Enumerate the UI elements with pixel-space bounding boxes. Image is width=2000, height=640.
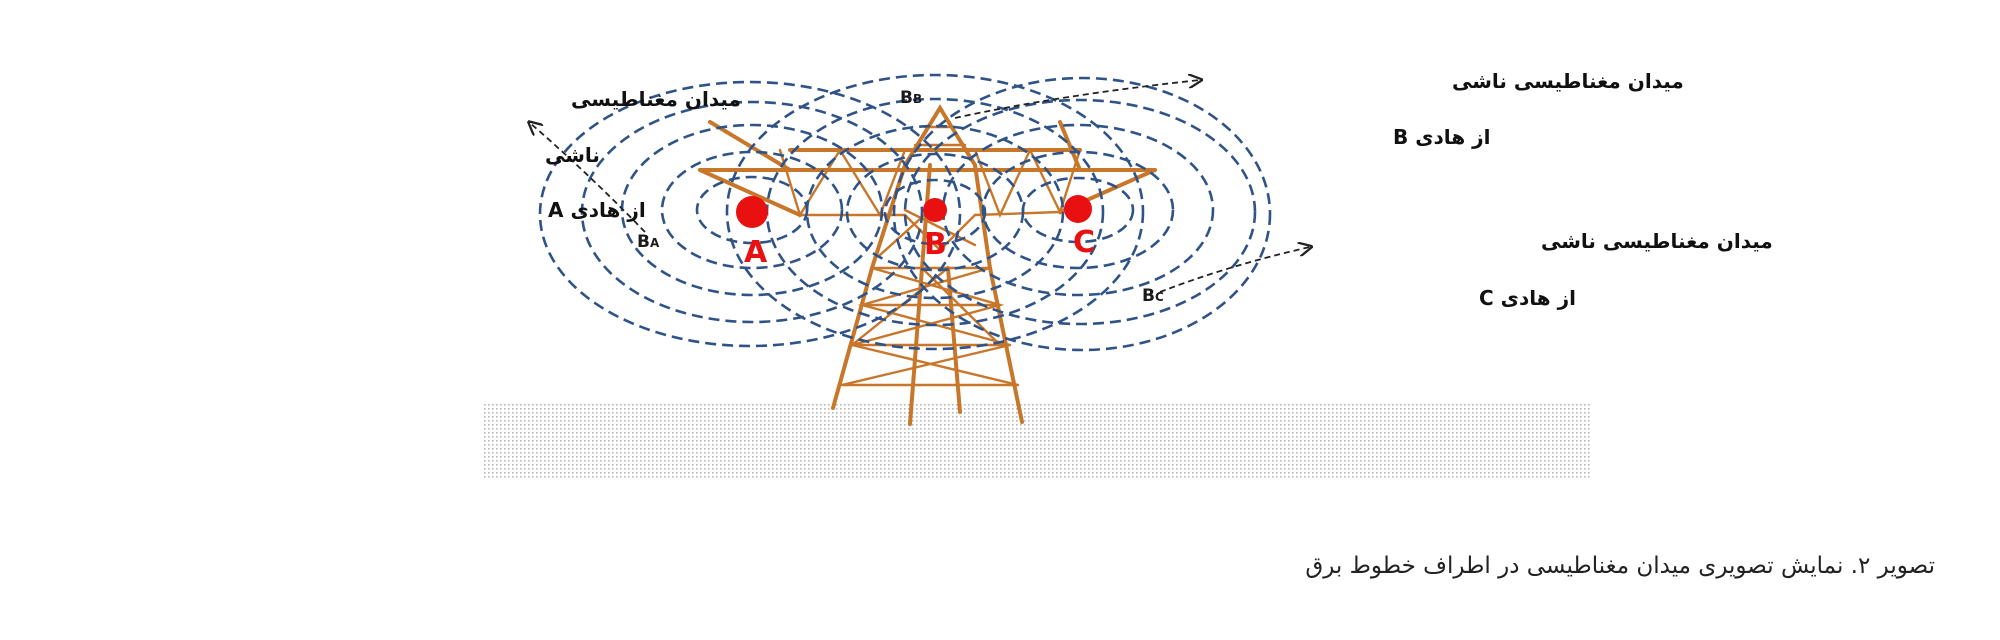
figure-caption: تصویر ۲. نمایش تصویری میدان مغناطیسی در …: [1305, 553, 1935, 579]
label-field-A-line3: از هادی A: [548, 198, 646, 222]
label-field-C-line1: میدان مغناطیسی ناشی: [1541, 229, 1773, 253]
conductor-B: [923, 198, 947, 222]
pointer-arrow-B: [954, 80, 1200, 119]
conductor-label-B: B: [924, 227, 947, 262]
label-field-B: میدان مغناطیسی ناشی از هادی B: [1393, 69, 1684, 149]
field-symbol-BB: BB: [900, 88, 922, 108]
ground: [483, 403, 1590, 478]
label-field-B-line1: میدان مغناطیسی ناشی: [1452, 69, 1684, 93]
pointer-arrow-A: [530, 123, 646, 233]
label-field-B-line2: از هادی B: [1393, 125, 1491, 149]
conductor-A: [736, 196, 768, 228]
pointer-arrows: [530, 80, 1310, 293]
field-symbol-BC: BC: [1142, 286, 1164, 306]
magnetic-field-C: [892, 76, 1272, 352]
field-symbol-BA: BA: [637, 232, 660, 252]
svg-text:BB: BB: [900, 88, 922, 108]
pointer-arrow-C: [1159, 247, 1310, 293]
magnetic-field-A: [538, 80, 962, 348]
label-field-A-line2: ناشی: [545, 143, 600, 167]
conductors: A B C: [736, 195, 1095, 270]
label-field-A: میدان مغناطیسی ناشی از هادی A: [545, 87, 741, 222]
label-field-C: میدان مغناطیسی ناشی از هادی C: [1479, 229, 1773, 310]
label-field-A-line1: میدان مغناطیسی: [571, 87, 741, 111]
conductor-C: [1064, 195, 1092, 223]
conductor-label-A: A: [744, 235, 768, 270]
conductor-label-C: C: [1073, 225, 1095, 260]
svg-text:BA: BA: [637, 232, 660, 252]
svg-text:BC: BC: [1142, 286, 1164, 306]
label-field-C-line2: از هادی C: [1479, 286, 1576, 310]
